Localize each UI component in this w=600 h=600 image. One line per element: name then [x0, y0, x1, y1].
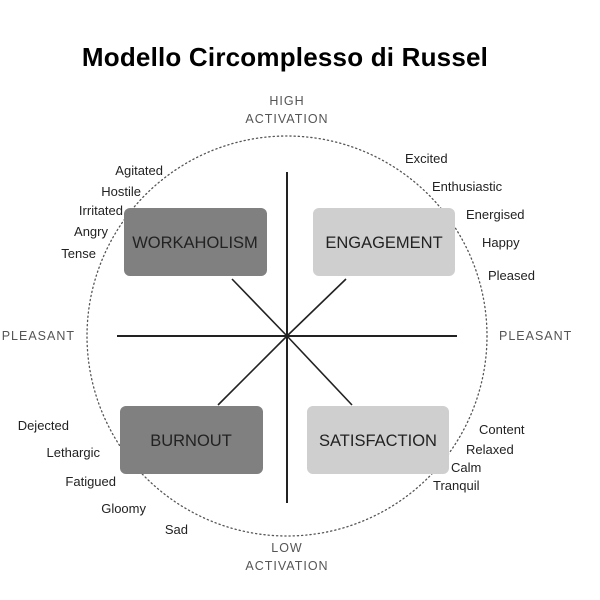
- quadrant-label-workaholism: WORKAHOLISM: [132, 234, 258, 252]
- circumplex-circle: [86, 135, 488, 537]
- diagram-title: Modello Circomplesso di Russel: [81, 42, 489, 72]
- emotion-hostile: Hostile: [101, 184, 141, 199]
- quadrant-burnout: BURNOUT: [120, 406, 263, 474]
- emotion-lethargic: Lethargic: [47, 445, 101, 460]
- emotion-pleased: Pleased: [488, 268, 535, 283]
- quadrant-box-engagement: [313, 208, 455, 276]
- quadrant-workaholism: WORKAHOLISM: [124, 208, 267, 276]
- axis-label-pleasant: PLEASANT: [499, 329, 572, 343]
- quadrant-box-satisfaction: [307, 406, 449, 474]
- emotion-calm: Calm: [451, 460, 481, 475]
- emotion-enthusiastic: Enthusiastic: [432, 179, 503, 194]
- quadrant-label-burnout: BURNOUT: [150, 432, 232, 450]
- diagonal-bottom-left: [217, 335, 288, 406]
- quadrant-label-satisfaction: SATISFACTION: [319, 432, 437, 450]
- quadrant-engagement: ENGAGEMENT: [313, 208, 455, 276]
- diagonal-bottom-right: [286, 335, 353, 406]
- emotion-irritated: Irritated: [79, 203, 123, 218]
- emotion-angry: Angry: [74, 224, 108, 239]
- emotion-content: Content: [479, 422, 525, 437]
- emotion-sad: Sad: [165, 522, 188, 537]
- axis-label-high: HIGH: [269, 94, 304, 108]
- emotion-relaxed: Relaxed: [466, 442, 514, 457]
- axis-label-low: LOW: [271, 541, 302, 555]
- emotion-fatigued: Fatigued: [65, 474, 116, 489]
- emotion-agitated: Agitated: [115, 163, 163, 178]
- quadrant-box-burnout: [120, 406, 263, 474]
- emotion-tranquil: Tranquil: [433, 478, 480, 493]
- axis-label-low-activation: ACTIVATION: [245, 559, 328, 573]
- emotion-energised: Energised: [466, 207, 525, 222]
- emotion-happy: Happy: [482, 235, 520, 250]
- emotion-dejected: Dejected: [18, 418, 69, 433]
- emotion-excited: Excited: [405, 151, 448, 166]
- axis-label-unpleasant: UNPLEASANT: [0, 329, 75, 343]
- axis-label-high-activation: ACTIVATION: [245, 112, 328, 126]
- diagonal-top-right: [286, 278, 347, 337]
- quadrant-label-engagement: ENGAGEMENT: [325, 234, 442, 252]
- quadrant-box-workaholism: [124, 208, 267, 276]
- diagonal-top-left: [231, 278, 288, 337]
- quadrant-satisfaction: SATISFACTION: [307, 406, 449, 474]
- emotion-gloomy: Gloomy: [101, 501, 146, 516]
- emotion-tense: Tense: [61, 246, 96, 261]
